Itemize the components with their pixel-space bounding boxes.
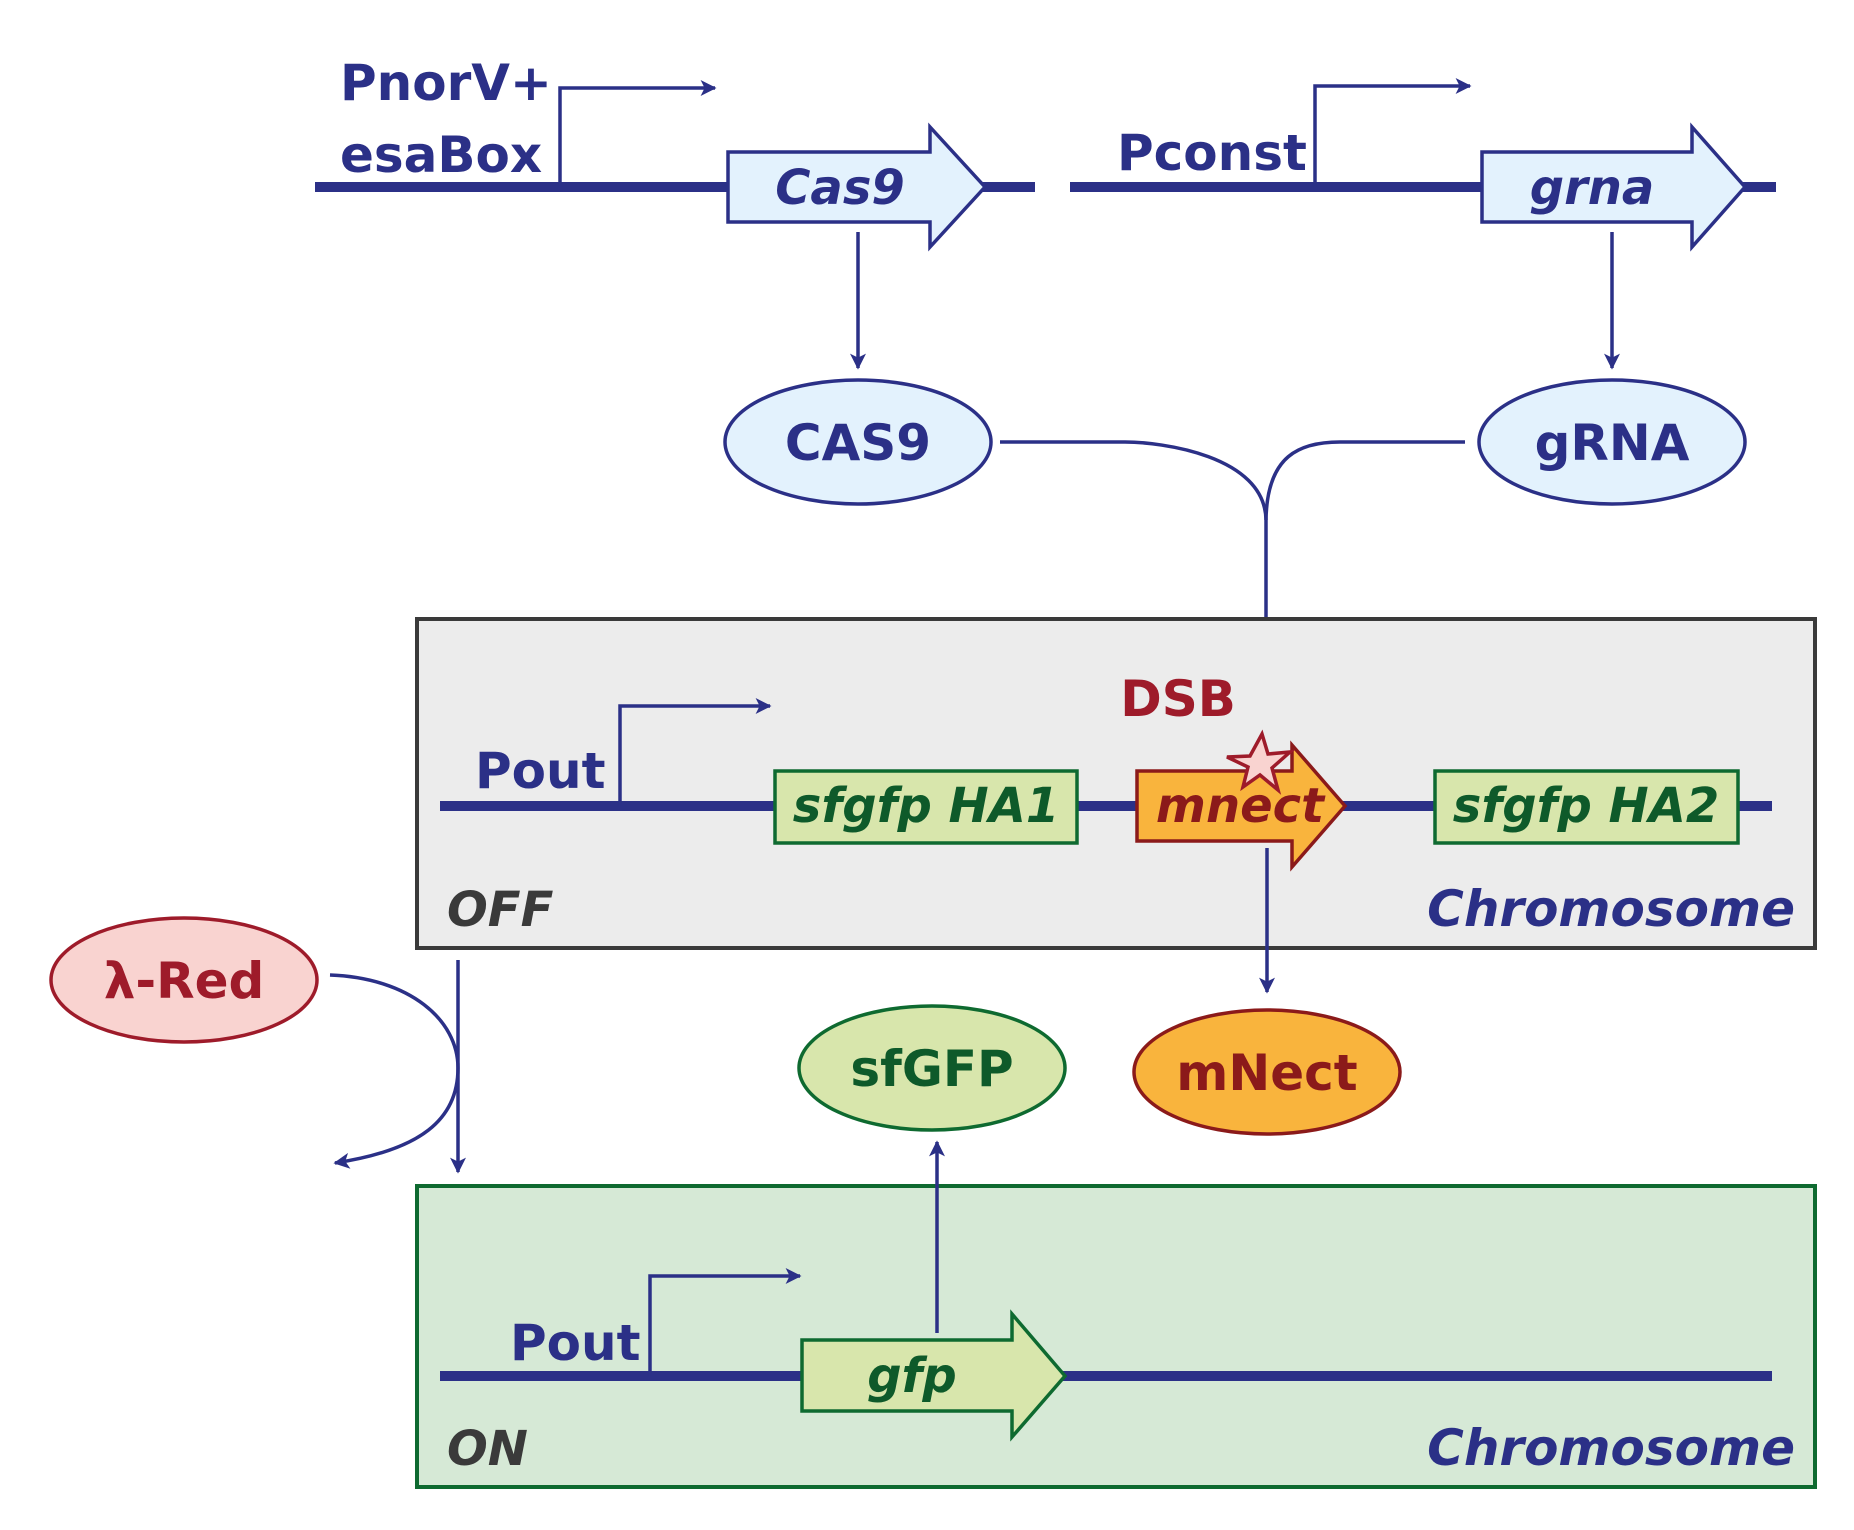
recombination-arrow-icon <box>329 973 460 1169</box>
grna-construct: Pconst grna <box>1070 78 1776 252</box>
promoter-label: Pout <box>475 742 606 800</box>
mnect-protein-node: mNect <box>1132 1008 1402 1136</box>
gene-arrow-grna <box>1480 122 1748 252</box>
promoter-arrow-icon <box>1313 78 1472 187</box>
homology-arm-2-label: sfgfp HA2 <box>1453 778 1719 834</box>
homology-arm-2 <box>1433 769 1740 845</box>
gene-label: gfp <box>867 1348 957 1404</box>
mnect-protein-label: mNect <box>1176 1044 1357 1102</box>
promoter-arrow-icon <box>618 698 772 806</box>
promoter-arrow-icon <box>558 80 717 187</box>
dsb-label: DSB <box>1120 670 1236 728</box>
gene-arrow-cas9 <box>726 122 988 252</box>
dsb-star-icon <box>1226 729 1296 795</box>
homology-arm-1 <box>773 769 1079 845</box>
off-state-panel: Pout sfgfp HA1 mnect DSB sfgfp HA2 OFF C… <box>415 617 1817 950</box>
on-state-label: ON <box>447 1421 528 1477</box>
promoter-arrow-icon <box>648 1268 802 1376</box>
gene-label: Cas9 <box>775 160 905 216</box>
gene-label: grna <box>1530 160 1655 216</box>
complex-formation-connector <box>1000 440 1268 521</box>
sfgfp-protein-label: sfGFP <box>850 1040 1013 1098</box>
lambda-red-label: λ-Red <box>104 952 265 1010</box>
sfgfp-protein-node: sfGFP <box>797 1004 1067 1132</box>
gene-label: mnect <box>1156 778 1326 834</box>
cas9-construct: PnorV+ esaBox Cas9 <box>315 54 1035 252</box>
off-state-label: OFF <box>447 882 554 938</box>
cas9-protein-label: CAS9 <box>785 414 931 472</box>
homology-arm-1-label: sfgfp HA1 <box>793 778 1059 834</box>
promoter-label: Pout <box>510 1314 641 1372</box>
complex-formation-connector <box>1258 440 1465 694</box>
chromosome-label: Chromosome <box>1427 1419 1795 1477</box>
on-state-panel: Pout gfp ON Chromosome <box>415 1184 1817 1489</box>
gene-arrow-gfp <box>800 1309 1068 1442</box>
grna-node: gRNA <box>1477 378 1747 506</box>
promoter-label: Pconst <box>1117 124 1307 182</box>
gene-arrow-mnect <box>1135 740 1348 872</box>
lambda-red-node: λ-Red <box>49 916 319 1044</box>
cas9-protein-node: CAS9 <box>723 378 993 506</box>
promoter-label: PnorV+ <box>340 54 552 112</box>
promoter-label: esaBox <box>340 126 542 184</box>
chromosome-label: Chromosome <box>1427 880 1795 938</box>
grna-label: gRNA <box>1535 414 1690 472</box>
